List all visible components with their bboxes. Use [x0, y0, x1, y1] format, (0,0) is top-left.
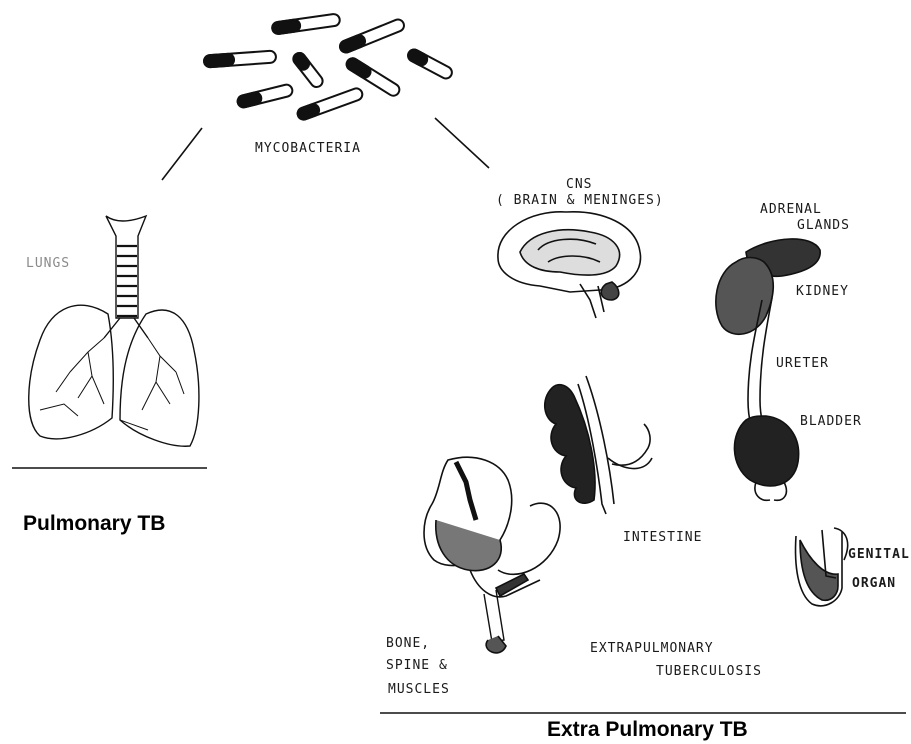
lungs-label: LUNGS [26, 256, 70, 272]
genital-organ-illustration [796, 528, 848, 606]
mycobacteria-rods-illustration [204, 13, 454, 121]
cns-label-line1: CNS [566, 177, 592, 193]
connector-line-right [435, 118, 489, 168]
extra-pulmonary-tb-caption: Extra Pulmonary TB [547, 718, 748, 742]
ureter-label: URETER [776, 356, 829, 372]
bone-spine-illustration [424, 457, 560, 653]
adrenal-label-line2: GLANDS [797, 218, 850, 234]
connector-line-left [162, 128, 202, 180]
bone-label-line2: SPINE & [386, 658, 448, 674]
kidney-label: KIDNEY [796, 284, 849, 300]
cns-label-line2: ( BRAIN & MENINGES) [496, 193, 664, 209]
bone-label-line1: BONE, [386, 636, 430, 652]
bladder-label: BLADDER [800, 414, 862, 430]
intestine-illustration [545, 376, 652, 514]
pulmonary-tb-caption: Pulmonary TB [23, 512, 165, 536]
extrapulmonary-label-line2: TUBERCULOSIS [656, 664, 762, 680]
genital-label-line2: ORGAN [852, 576, 896, 592]
mycobacteria-label: MYCOBACTERIA [255, 141, 361, 157]
bone-label-line3: MUSCLES [388, 682, 450, 698]
genital-label-line1: GENITAL [848, 547, 910, 563]
brain-illustration [498, 212, 641, 318]
lungs-illustration [29, 216, 199, 446]
adrenal-label-line1: ADRENAL [760, 202, 822, 218]
extrapulmonary-label-line1: EXTRAPULMONARY [590, 641, 714, 657]
intestine-label: INTESTINE [623, 530, 702, 546]
